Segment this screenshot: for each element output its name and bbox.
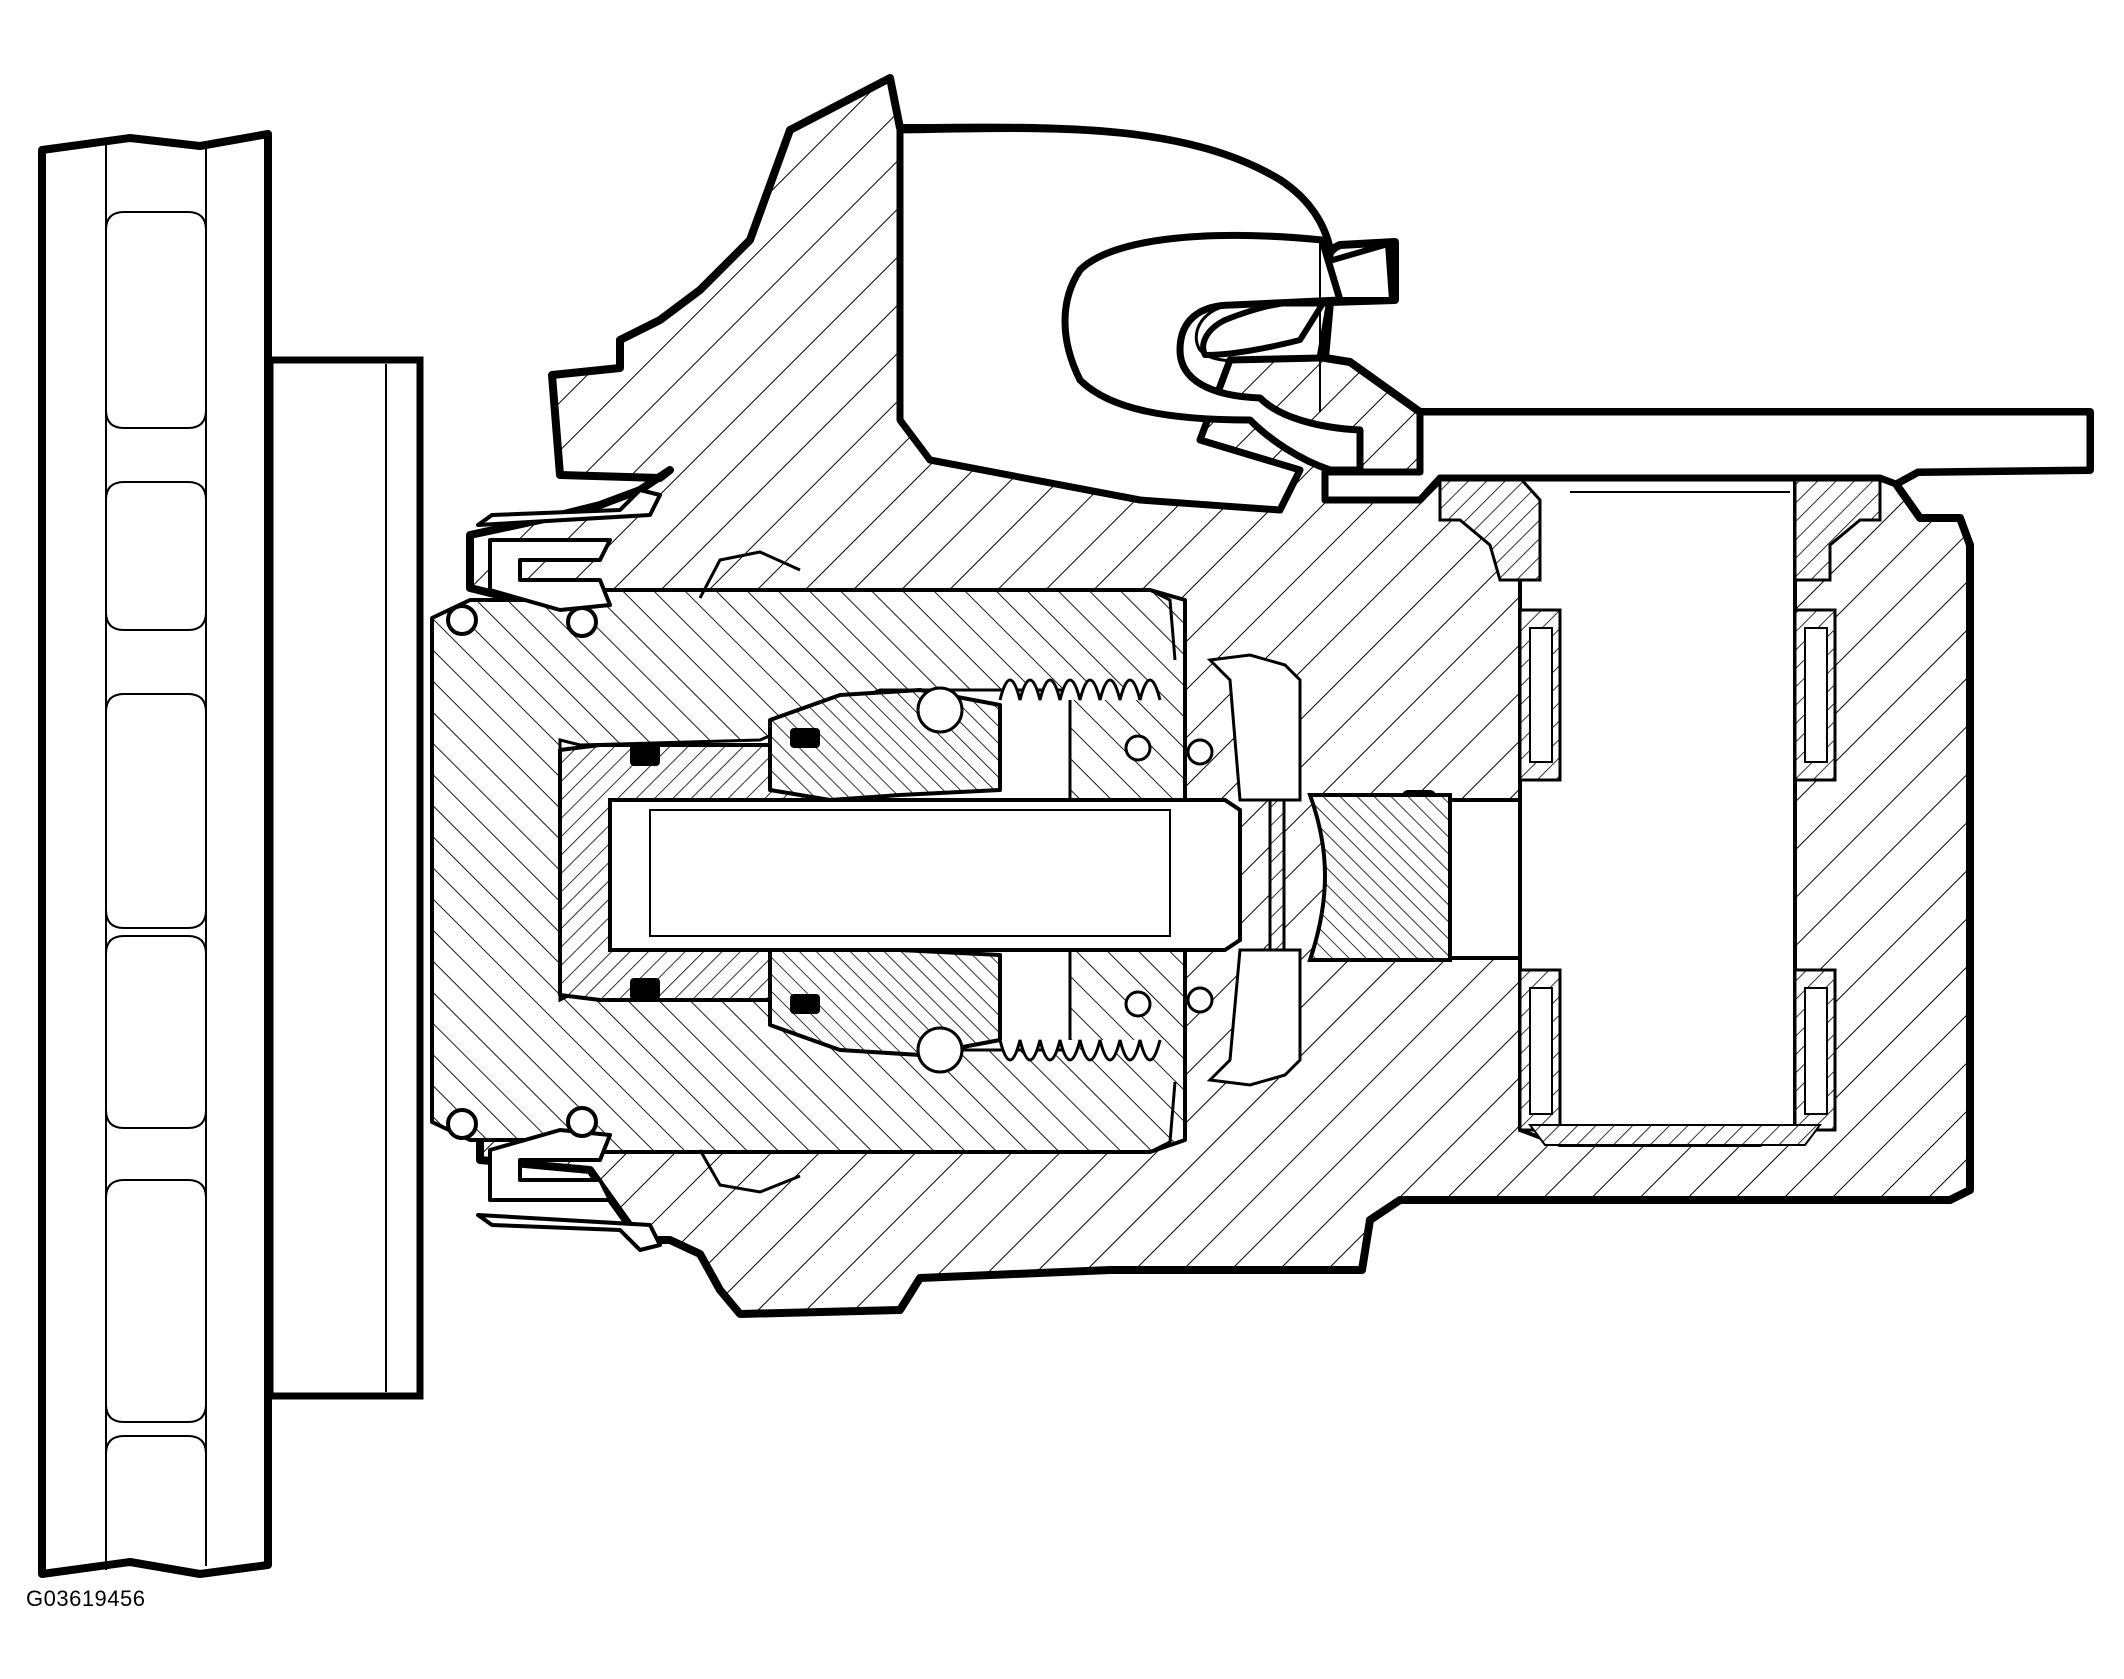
shaft-seal-left [1438,476,1542,582]
disc-outline [38,130,272,1578]
thrust-cup [1206,653,1302,1087]
brake-pad [266,356,424,1400]
o-ring-3 [630,978,660,1000]
shaft-seal-right [1793,476,1882,582]
dust-boot-upper [446,488,662,638]
o-ring-4 [790,994,820,1014]
bushing-inner-lower-right [1804,987,1828,1115]
dust-boot-lower [446,1106,662,1252]
shaft-head [1307,793,1452,962]
spring-upper [916,678,1214,766]
bushing-inner-upper-left [1529,627,1553,763]
piston-cup [558,688,1242,1057]
figure-id: G03619456 [26,1586,146,1611]
spring-lower [916,986,1214,1074]
bushing-inner-upper-right [1804,627,1828,763]
thrust-plate [1206,653,1302,1087]
lever-shaft-bore [1438,476,1882,1147]
return-springs [916,678,1214,1074]
disc-vents [105,211,207,1455]
bushing-inner-lower-left [1529,987,1553,1115]
guide-pin-hook [1061,231,1364,474]
brake-disc [38,130,272,1578]
bore-bottom-washer [1528,1124,1822,1146]
parking-brake-lever-arm [1321,408,2094,504]
o-ring-2 [790,728,820,748]
shaft-groove [649,809,1171,937]
o-ring-1 [630,744,660,766]
pad-backing-plate [266,356,424,1400]
guide-pin-slot [1194,303,1331,363]
housing-details [698,550,1177,1194]
